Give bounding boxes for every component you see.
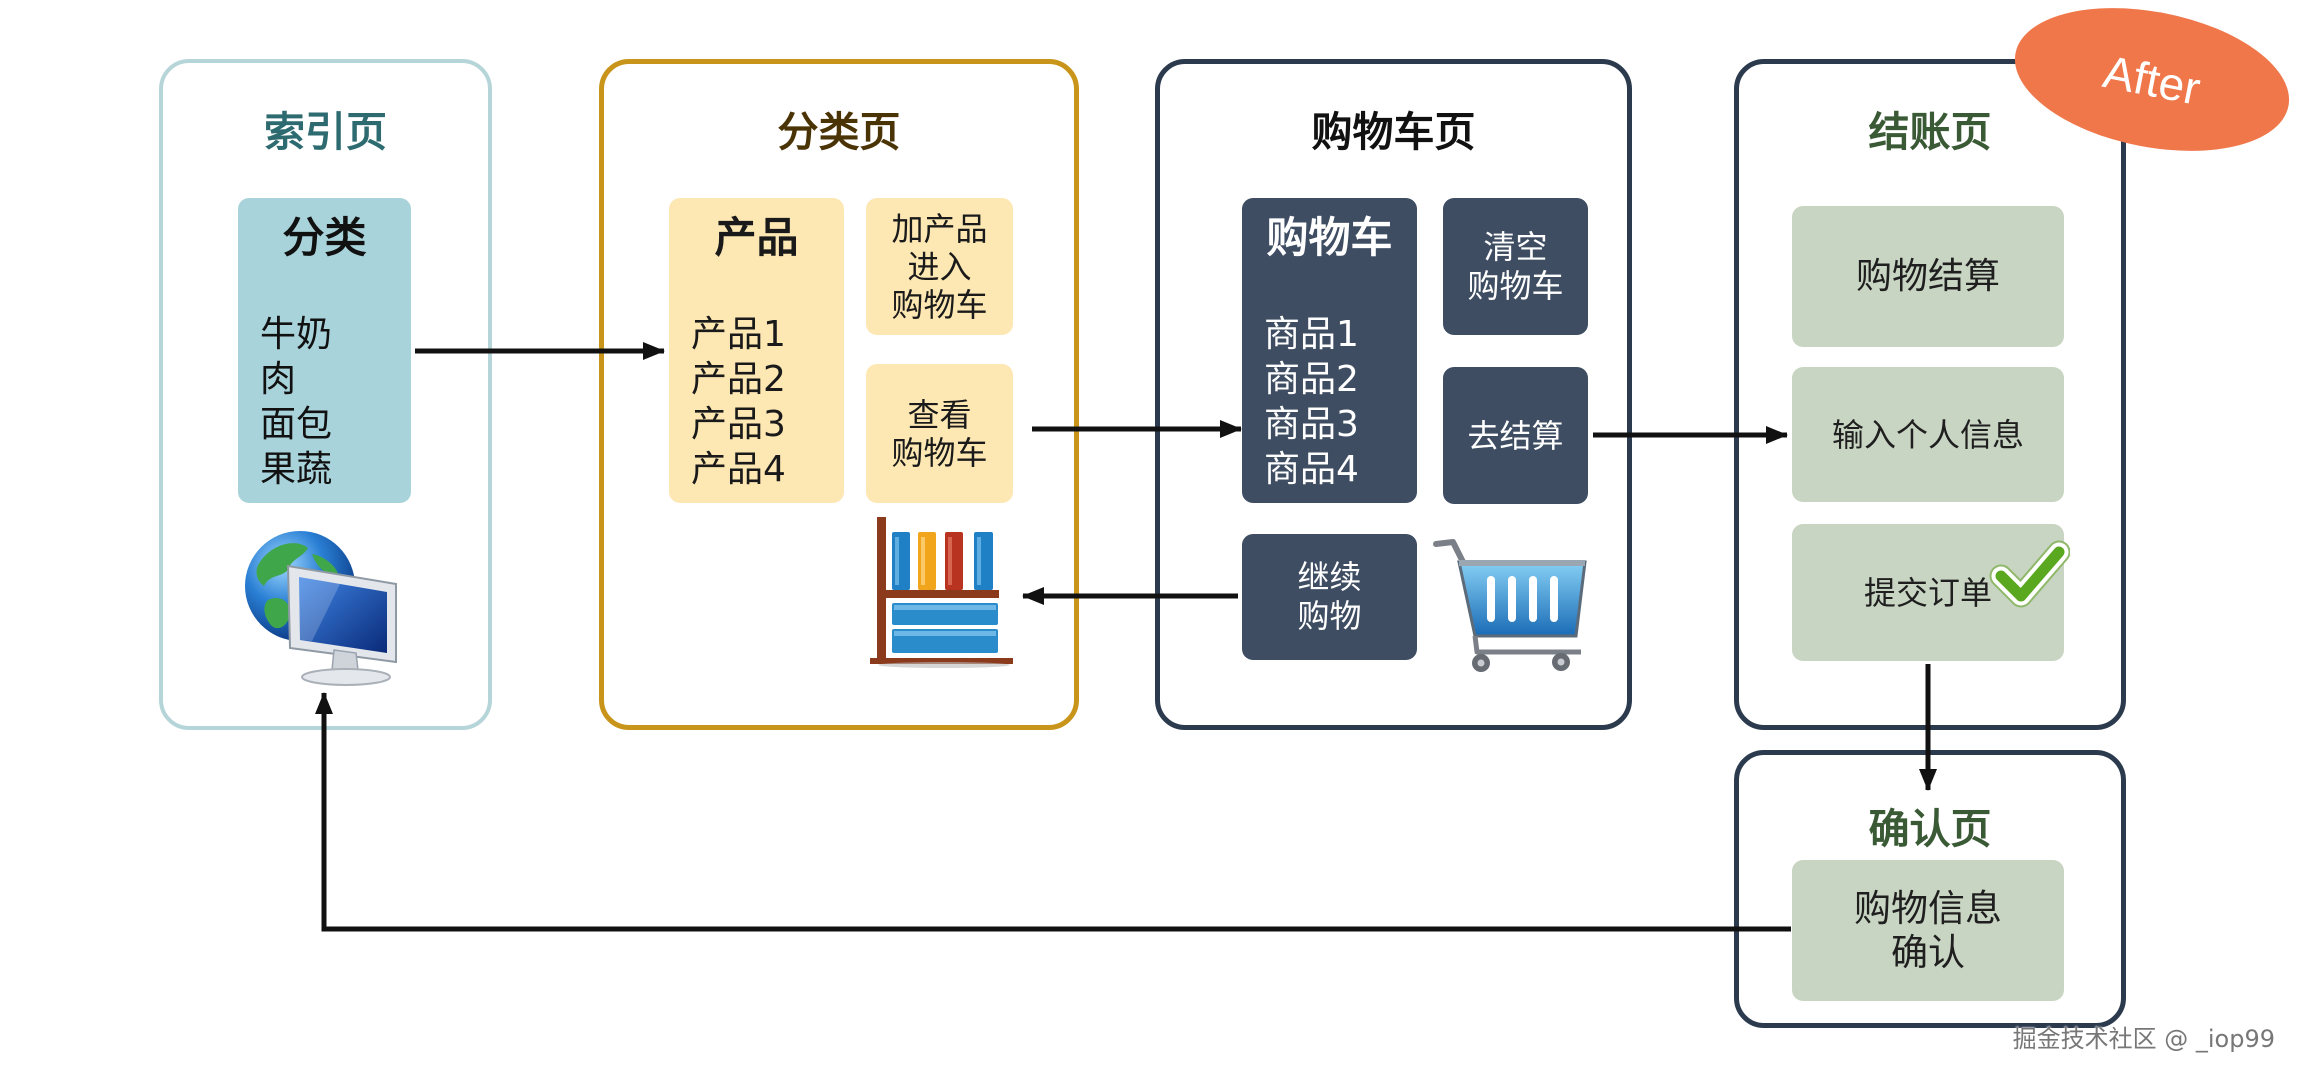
index-page-title: 索引页 bbox=[264, 108, 387, 156]
continue-shopping-label: 购物 bbox=[1297, 597, 1362, 635]
go-checkout-box: 去结算 bbox=[1443, 367, 1588, 504]
clear-cart-box: 清空 购物车 bbox=[1443, 198, 1588, 335]
cart-box-title: 购物车 bbox=[1266, 213, 1393, 262]
cart-item: 商品3 bbox=[1264, 404, 1359, 445]
checkout-step-label: 购物结算 bbox=[1855, 255, 2000, 297]
view-cart-label: 查看 bbox=[907, 395, 972, 434]
view-cart-box: 查看 购物车 bbox=[866, 364, 1013, 503]
cart-item: 商品2 bbox=[1264, 359, 1359, 400]
after-badge-label: After bbox=[2099, 44, 2205, 115]
cart-item-list: 商品1 商品2 商品3 商品4 bbox=[1264, 312, 1417, 492]
confirm-page-title: 确认页 bbox=[1868, 805, 1992, 853]
product-item: 产品3 bbox=[691, 404, 786, 445]
confirm-page-panel: 确认页 购物信息 确认 bbox=[1734, 750, 2126, 1028]
clear-cart-label: 清空 bbox=[1483, 227, 1548, 266]
continue-shopping-label: 继续 bbox=[1297, 558, 1362, 596]
product-item: 产品4 bbox=[691, 449, 786, 490]
index-page-panel: 索引页 分类 牛奶 肉 面包 果蔬 bbox=[159, 59, 492, 730]
cart-item: 商品4 bbox=[1264, 449, 1359, 490]
watermark: 掘金技术社区 @ _iop99 bbox=[2012, 1025, 2275, 1053]
checkout-step-settlement: 购物结算 bbox=[1792, 206, 2064, 347]
continue-shopping-box: 继续 购物 bbox=[1242, 534, 1417, 660]
add-to-cart-label: 购物车 bbox=[891, 285, 988, 324]
product-item: 产品1 bbox=[691, 314, 786, 355]
order-confirm-label: 确认 bbox=[1891, 930, 1965, 974]
cart-box: 购物车 商品1 商品2 商品3 商品4 bbox=[1242, 198, 1417, 503]
products-box-title: 产品 bbox=[714, 213, 799, 262]
category-list: 牛奶 肉 面包 果蔬 bbox=[260, 312, 411, 492]
category-page-title: 分类页 bbox=[777, 108, 901, 156]
checkout-step-personal-info: 输入个人信息 bbox=[1792, 367, 2064, 502]
checkmark-icon bbox=[1989, 540, 2070, 608]
go-checkout-label: 去结算 bbox=[1467, 416, 1564, 455]
cart-page-panel: 购物车页 购物车 商品1 商品2 商品3 商品4 清空 购物车 去结算 继续 购… bbox=[1155, 59, 1632, 730]
shopping-cart-icon bbox=[1433, 539, 1587, 672]
product-item: 产品2 bbox=[691, 359, 786, 400]
checkout-page-panel: 结账页 购物结算 输入个人信息 提交订单 bbox=[1734, 59, 2126, 730]
cart-item: 商品1 bbox=[1264, 314, 1359, 355]
order-confirm-box: 购物信息 确认 bbox=[1792, 860, 2064, 1001]
view-cart-label: 购物车 bbox=[891, 433, 988, 472]
globe-monitor-icon bbox=[245, 531, 397, 686]
category-item: 肉 bbox=[260, 359, 297, 400]
order-confirm-label: 购物信息 bbox=[1854, 886, 2002, 930]
checkout-step-label: 提交订单 bbox=[1863, 573, 1992, 612]
add-to-cart-label: 加产品 bbox=[891, 209, 988, 248]
category-item: 果蔬 bbox=[260, 449, 333, 490]
category-box-title: 分类 bbox=[282, 213, 367, 262]
checkout-step-label: 输入个人信息 bbox=[1831, 415, 2024, 454]
checkout-step-submit-order: 提交订单 bbox=[1792, 524, 2070, 661]
add-to-cart-label: 进入 bbox=[907, 247, 972, 286]
clear-cart-label: 购物车 bbox=[1467, 266, 1564, 305]
checkout-page-title: 结账页 bbox=[1868, 108, 1992, 156]
shelf-icon bbox=[870, 517, 1013, 668]
category-item: 牛奶 bbox=[260, 314, 333, 355]
add-to-cart-box: 加产品 进入 购物车 bbox=[866, 198, 1013, 335]
category-page-panel: 分类页 产品 产品1 产品2 产品3 产品4 加产品 进入 购物车 查看 购物车 bbox=[599, 59, 1079, 730]
cart-page-title: 购物车页 bbox=[1311, 108, 1476, 156]
products-box: 产品 产品1 产品2 产品3 产品4 bbox=[669, 198, 844, 503]
category-box: 分类 牛奶 肉 面包 果蔬 bbox=[238, 198, 411, 503]
category-item: 面包 bbox=[260, 404, 333, 445]
product-list: 产品1 产品2 产品3 产品4 bbox=[691, 312, 844, 492]
